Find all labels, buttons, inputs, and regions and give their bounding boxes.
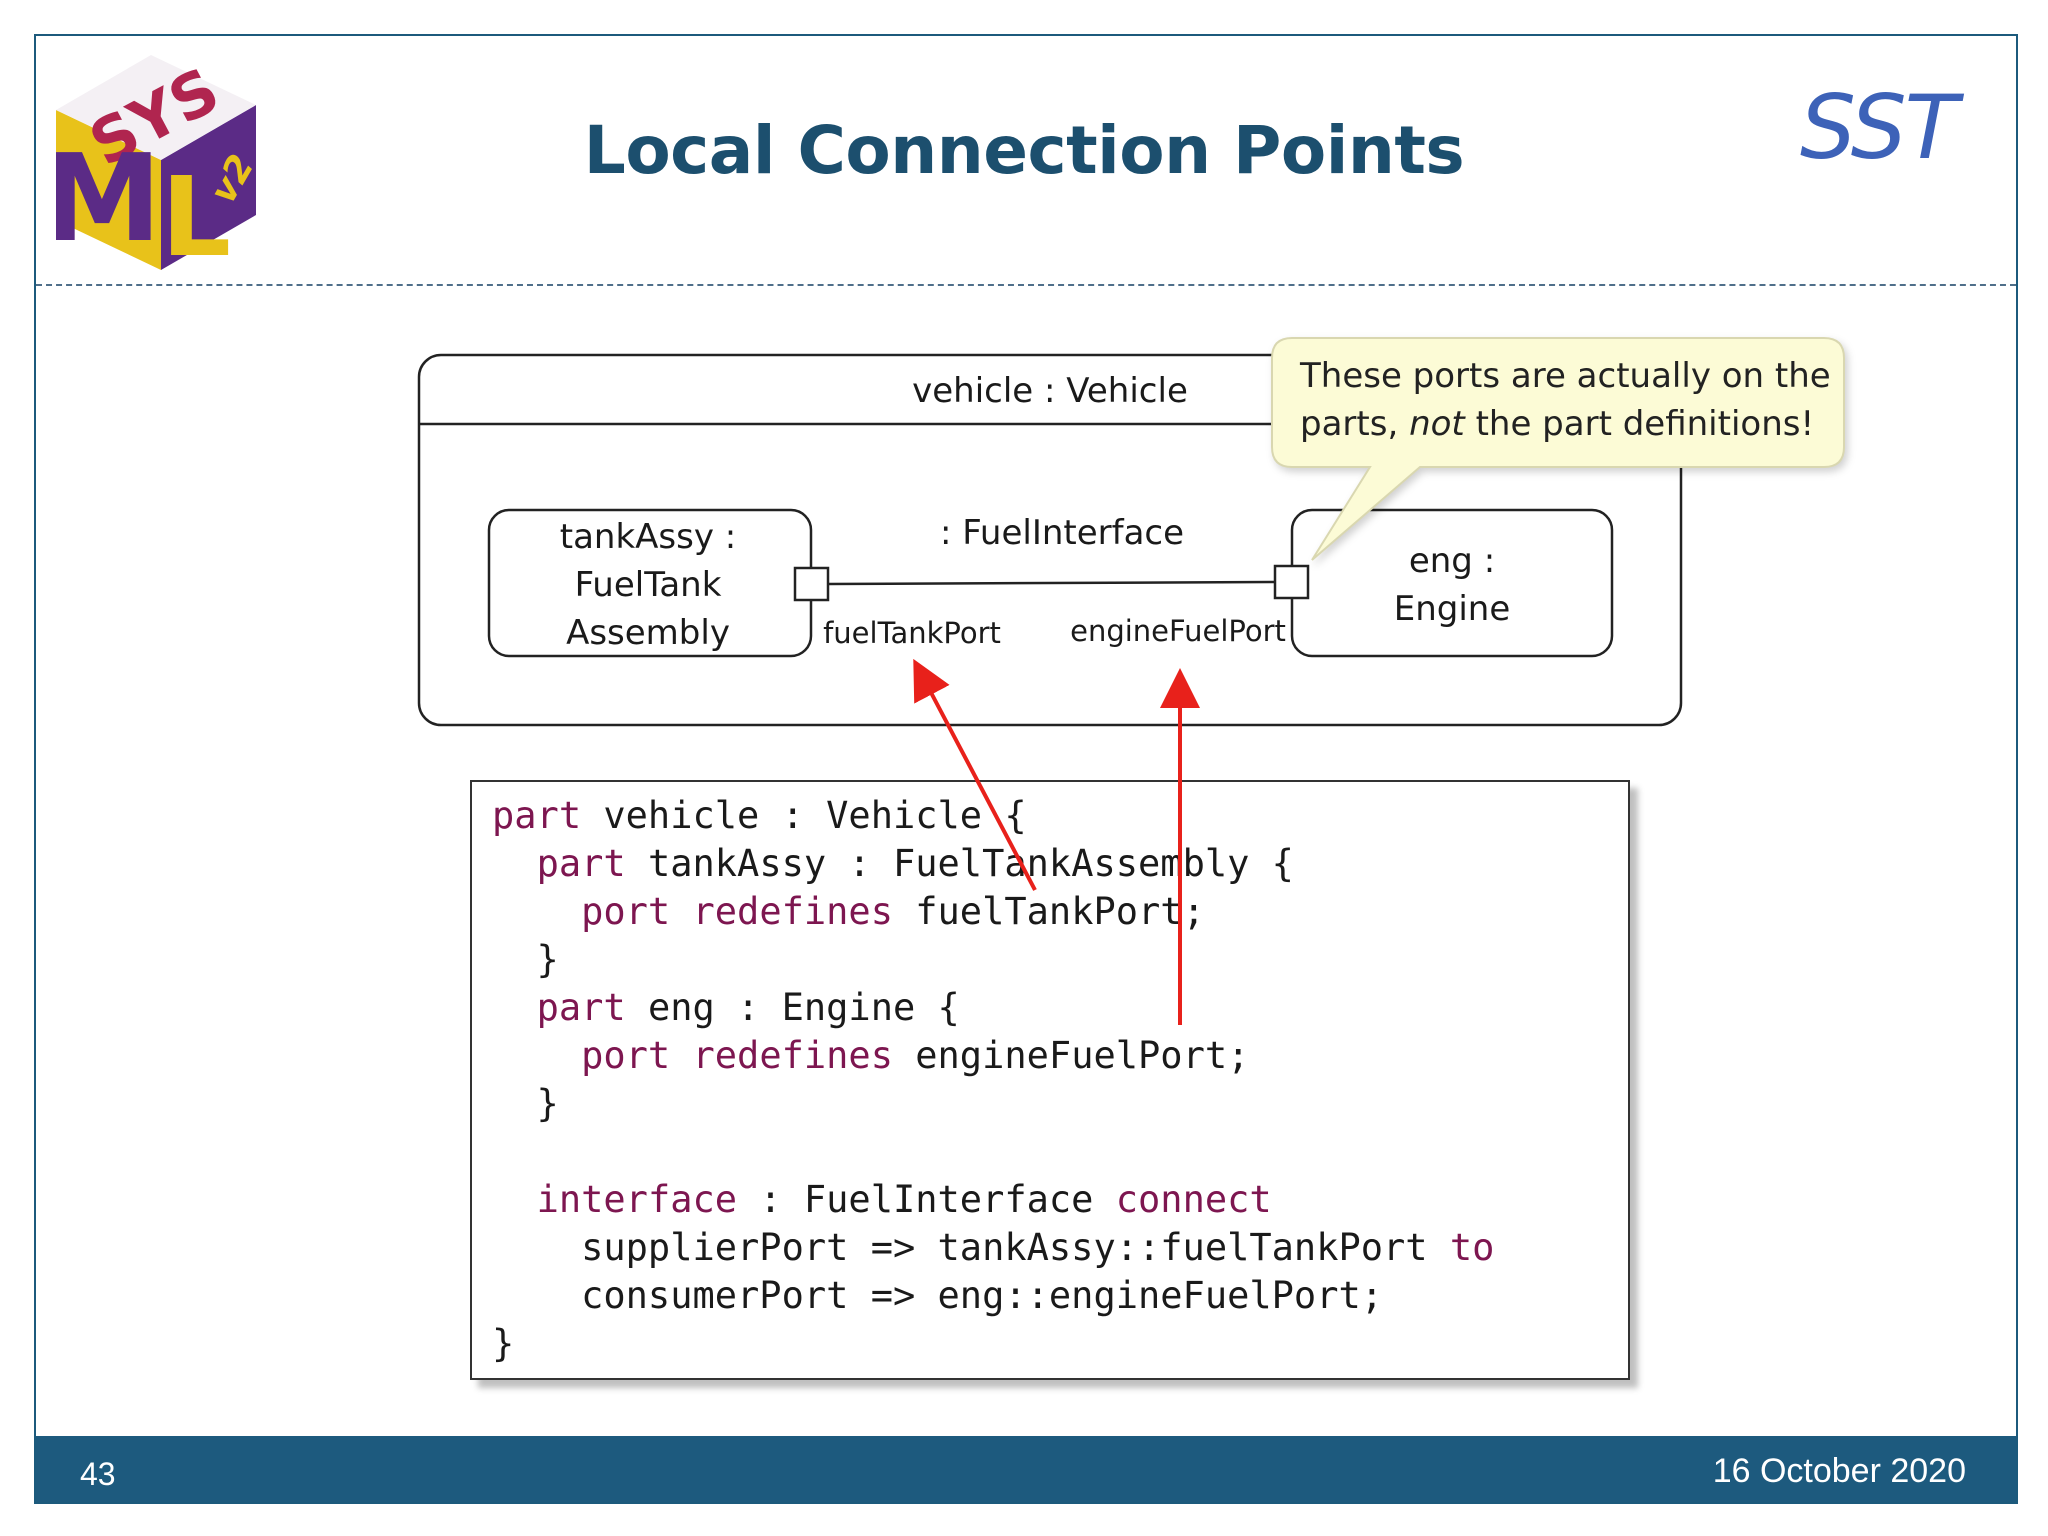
code-keyword: part <box>492 794 582 837</box>
code-token: eng : Engine { <box>625 986 960 1029</box>
code-line: interface : FuelInterface connect <box>492 1178 1272 1221</box>
sysml-v2-logo: SYS M L v2 <box>56 53 263 270</box>
code-keyword: redefines <box>692 890 893 933</box>
code-token <box>670 1034 692 1077</box>
code-keyword: port <box>581 1034 671 1077</box>
callout-emphasis: not <box>1409 404 1465 444</box>
code-token: vehicle : Vehicle { <box>581 794 1027 837</box>
callout-text-before: These ports are actually on the parts, <box>1300 356 1831 444</box>
code-keyword: part <box>536 986 626 1029</box>
code-token <box>492 1178 537 1221</box>
tank-assy-label-line2: FuelTank <box>575 565 722 605</box>
code-token <box>492 986 537 1029</box>
slide-title: Local Connection Points <box>583 112 1465 189</box>
code-token: supplierPort => tankAssy::fuelTankPort <box>492 1226 1450 1269</box>
code-token: tankAssy : FuelTankAssembly { <box>625 842 1294 885</box>
code-keyword: connect <box>1115 1178 1272 1221</box>
code-keyword: port <box>581 890 671 933</box>
brand-label: SST <box>1800 76 1958 179</box>
header-divider <box>36 284 2016 286</box>
engine-label-line1: eng : <box>1409 541 1495 581</box>
code-line: consumerPort => eng::engineFuelPort; <box>492 1274 1383 1317</box>
code-token <box>492 842 537 885</box>
engine-fuel-port-label: engineFuelPort <box>1070 614 1286 648</box>
fuel-interface-connector <box>827 580 1276 586</box>
code-line: part eng : Engine { <box>492 986 960 1029</box>
code-token: } <box>492 1322 515 1365</box>
code-line: part tankAssy : FuelTankAssembly { <box>492 842 1294 885</box>
interface-label: : FuelInterface <box>940 513 1184 553</box>
footer-bar <box>36 1436 2016 1502</box>
code-keyword: part <box>536 842 626 885</box>
footer-date: 16 October 2020 <box>1712 1452 1966 1490</box>
callout-text: These ports are actually on the parts, n… <box>1300 352 1860 448</box>
code-token: } <box>492 938 559 981</box>
code-line: supplierPort => tankAssy::fuelTankPort t… <box>492 1226 1494 1269</box>
logo-l-text: L <box>161 153 231 270</box>
code-line: port redefines fuelTankPort; <box>492 890 1205 933</box>
fuel-tank-port <box>793 566 830 602</box>
code-token <box>492 1034 581 1077</box>
code-token: engineFuelPort; <box>892 1034 1250 1077</box>
tank-assy-label-line1: tankAssy : <box>560 517 736 557</box>
callout-bubble <box>1271 337 1845 561</box>
code-line: } <box>492 1322 514 1365</box>
tank-assy-label-line3: Assembly <box>566 613 730 653</box>
page-number: 43 <box>80 1456 116 1492</box>
code-token: consumerPort => eng::engineFuelPort; <box>492 1274 1384 1317</box>
code-line: port redefines engineFuelPort; <box>492 1034 1249 1077</box>
code-keyword: interface <box>536 1178 738 1221</box>
fuel-tank-port-label: fuelTankPort <box>823 616 1001 650</box>
code-keyword: to <box>1449 1226 1495 1269</box>
code-block: part vehicle : Vehicle { part tankAssy :… <box>470 780 1630 1380</box>
logo-m-text: M <box>56 130 162 269</box>
code-token: } <box>492 1082 559 1125</box>
code-token <box>670 890 692 933</box>
code-line: } <box>492 938 559 981</box>
logo-face-left <box>56 110 161 270</box>
code-line: } <box>492 1082 559 1125</box>
logo-face-top <box>56 55 256 160</box>
vehicle-part-label: vehicle : Vehicle <box>912 371 1188 411</box>
callout-text-after: the part definitions! <box>1475 404 1815 444</box>
code-token: fuelTankPort; <box>892 890 1205 933</box>
code-token: : FuelInterface <box>737 1178 1116 1221</box>
engine-fuel-port <box>1273 564 1310 600</box>
code-line: part vehicle : Vehicle { <box>492 794 1027 837</box>
code-token <box>492 890 581 933</box>
engine-label-line2: Engine <box>1394 589 1511 629</box>
code-text: part vehicle : Vehicle { part tankAssy :… <box>492 792 1494 1368</box>
code-keyword: redefines <box>692 1034 893 1077</box>
